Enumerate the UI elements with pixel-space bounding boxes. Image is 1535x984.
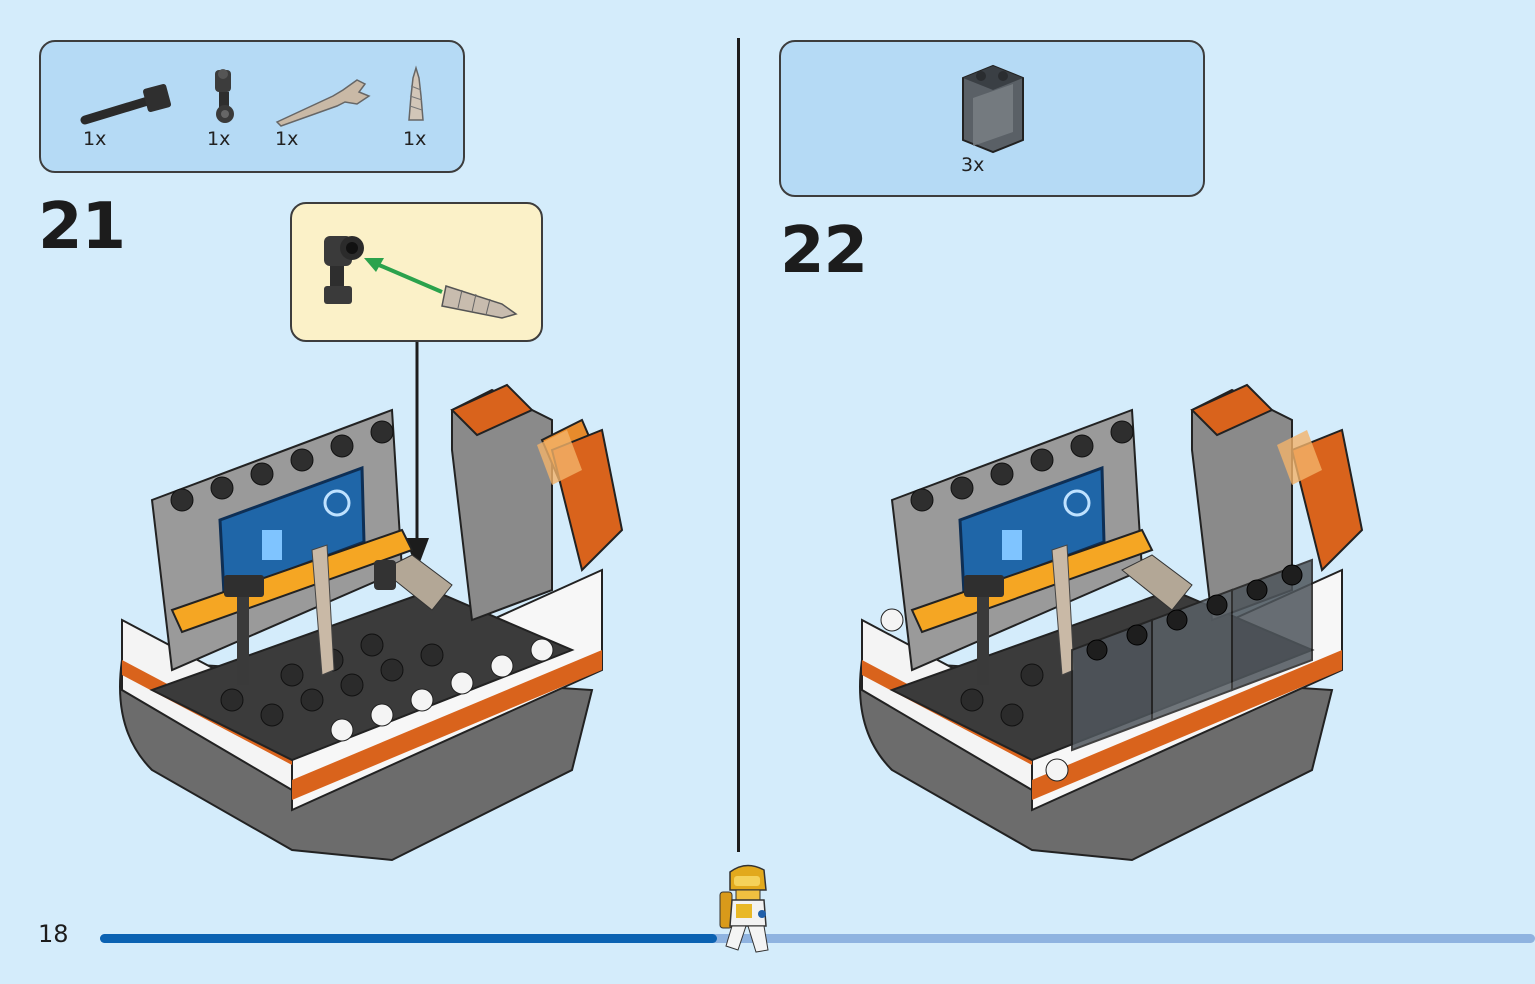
- step-number: 21: [38, 190, 126, 264]
- parts-list-step-21: 1x 1x 1x 1x: [39, 40, 465, 173]
- progress-bar: [100, 934, 1535, 943]
- hammer-icon: [80, 83, 172, 125]
- part-qty: 1x: [207, 128, 231, 150]
- drill-assembly-icon: [324, 236, 518, 319]
- drill-handle-icon: [215, 69, 234, 123]
- parts-list-step-22: 3x: [779, 40, 1205, 197]
- model-illustration-step-21: [119, 383, 624, 862]
- progress-bar-fill: [100, 934, 718, 943]
- part-qty: 3x: [961, 154, 985, 176]
- sub-assembly-callout: [290, 202, 543, 342]
- step-divider: [737, 38, 740, 852]
- part-qty: 1x: [83, 128, 107, 150]
- wrench-icon: [275, 79, 371, 127]
- part-qty: 1x: [275, 128, 299, 150]
- part-qty: 1x: [403, 128, 427, 150]
- step-number: 22: [780, 214, 868, 288]
- model-illustration-step-22: [859, 383, 1364, 862]
- minifigure-progress-marker: [719, 864, 769, 953]
- transparent-panel-icon: [962, 64, 1024, 154]
- page-number: 18: [38, 920, 69, 948]
- drill-bit-icon: [408, 65, 424, 121]
